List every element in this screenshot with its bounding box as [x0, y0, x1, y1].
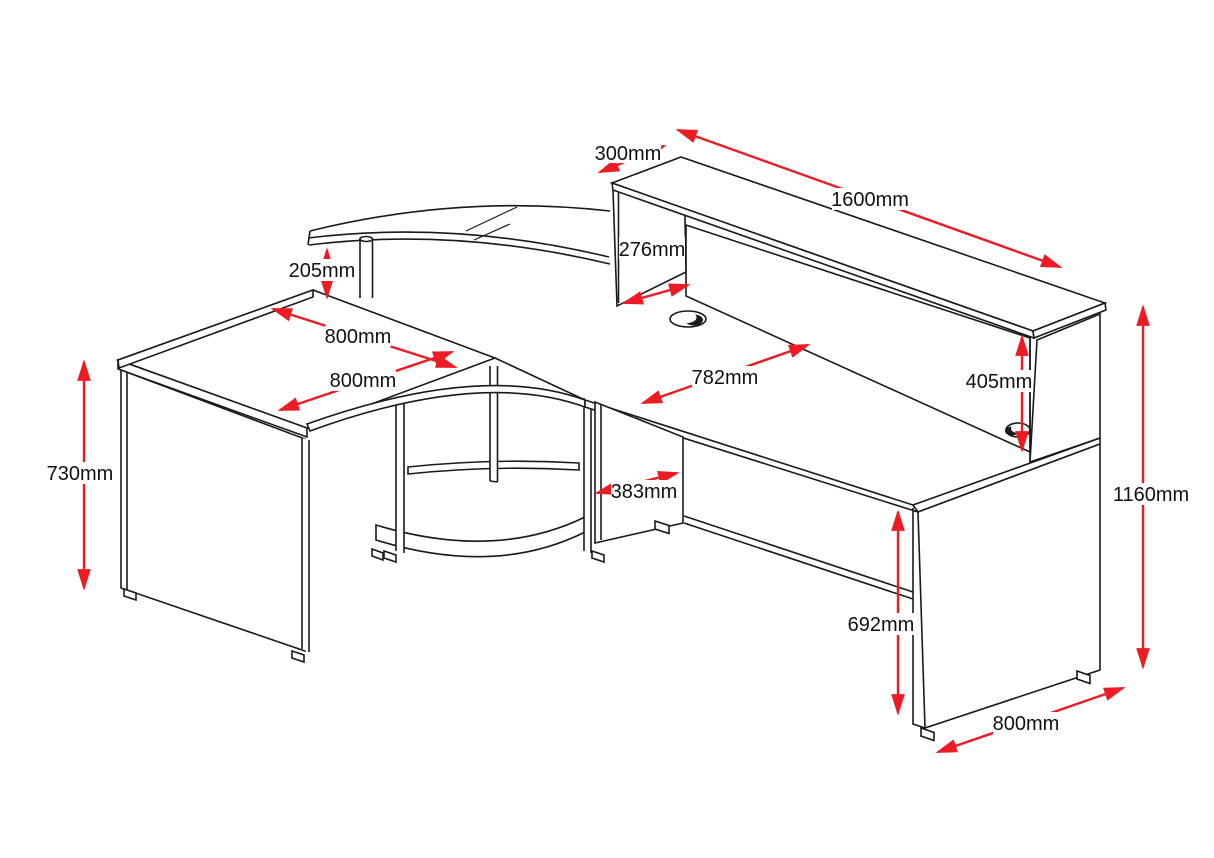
glass-shelf-front-bottom-edge — [308, 238, 611, 265]
glass-post-fill — [360, 239, 373, 298]
dimension-300mm: 300mm — [595, 141, 667, 174]
corner-left-post-fill — [396, 400, 404, 553]
left-desk-side-panel — [120, 368, 306, 653]
left-return-desk — [115, 288, 498, 664]
dimension-label: 800mm — [330, 370, 397, 392]
dimension-label: 1600mm — [831, 189, 909, 211]
dimension-label: 205mm — [289, 260, 356, 282]
dimension-label: 405mm — [966, 371, 1033, 393]
dimension-label-bg — [595, 141, 661, 163]
dimension-label-bg — [611, 480, 677, 502]
dimension-label-bg — [832, 188, 908, 210]
dimension-label-bg — [848, 613, 914, 635]
dimension-383mm: 383mm — [594, 470, 680, 503]
dimension-276mm: 276mm — [619, 237, 691, 305]
dimension-label: 1160mm — [1113, 484, 1189, 506]
glass-shelf-back-edge — [309, 204, 611, 232]
dimension-800mm-front: 800mm — [277, 350, 455, 412]
glass-shelf-front-top-edge — [307, 231, 610, 258]
glass-post-top — [359, 235, 374, 243]
cable-grommet-left — [669, 310, 707, 328]
dimension-label: 730mm — [47, 463, 114, 485]
left-desk-front-leg-fill — [302, 438, 309, 652]
dimension-label: 800mm — [325, 326, 392, 348]
corner-right-join-line — [494, 357, 586, 401]
dimension-annotations: 300mm 1600mm 276mm 205mm 800mm 800mm — [47, 128, 1189, 754]
left-desk-front-leg — [301, 438, 310, 652]
left-desk-top-back-edge — [117, 288, 314, 370]
hutch-shelf-end-edge — [1032, 301, 1107, 340]
right-main-desk — [584, 290, 1101, 742]
dimension-label-bg — [47, 462, 113, 484]
dimension-label-bg — [692, 366, 758, 388]
glass-reflection-marks — [465, 206, 518, 241]
right-desk-foot — [920, 726, 935, 742]
corner-center-post-fill — [490, 366, 498, 482]
dimension-label: 276mm — [619, 239, 686, 261]
dimension-782mm: 782mm — [640, 343, 811, 405]
dimension-label-bg — [330, 369, 396, 391]
dimension-label-bg — [325, 325, 391, 347]
right-end-panel-edge — [912, 508, 926, 729]
dimension-label: 383mm — [611, 481, 678, 503]
right-end-panel — [917, 442, 1101, 730]
right-desk-foot — [1076, 669, 1091, 685]
glass-transaction-shelf — [307, 204, 611, 298]
dimension-800mm-top: 800mm — [270, 307, 458, 369]
dimension-label: 782mm — [692, 367, 759, 389]
hutch-right-end-panel — [1029, 312, 1101, 464]
dimension-label-bg — [619, 237, 685, 259]
corner-right-post-fill — [584, 398, 591, 553]
dimension-label-bg — [1113, 483, 1189, 505]
modesty-panel-edges — [683, 515, 914, 600]
corner-left-post — [395, 400, 405, 553]
pedestal-foot — [654, 519, 670, 535]
left-desk-foot — [123, 587, 137, 602]
glass-shelf-left-cap — [307, 230, 311, 246]
corner-foot — [383, 549, 397, 564]
dimension-label-bg — [966, 370, 1032, 392]
dimension-label: 800mm — [993, 713, 1060, 735]
corner-kick-band — [375, 515, 586, 558]
dimension-205mm: 205mm — [289, 247, 356, 300]
glass-shelf-fill — [309, 205, 610, 264]
corner-foot — [371, 547, 384, 562]
dimension-730mm: 730mm — [47, 359, 114, 591]
right-desktop-face — [585, 290, 1100, 505]
corner-right-post — [583, 398, 592, 553]
corner-foot — [591, 549, 605, 564]
glass-support-post — [359, 239, 374, 298]
dimension-692mm: 692mm — [848, 509, 915, 716]
dimension-405mm: 405mm — [966, 334, 1033, 453]
dimension-arrow — [621, 283, 691, 305]
dimension-1600mm: 1600mm — [675, 128, 1063, 269]
dimension-label: 692mm — [848, 614, 915, 636]
dimension-label-bg — [289, 259, 355, 281]
dimension-label: 300mm — [595, 143, 662, 165]
dimension-1160mm: 1160mm — [1113, 304, 1189, 670]
dimension-label-bg — [993, 712, 1059, 734]
dimension-800mm-bottom: 800mm — [935, 686, 1126, 754]
left-desk-foot — [291, 649, 305, 664]
